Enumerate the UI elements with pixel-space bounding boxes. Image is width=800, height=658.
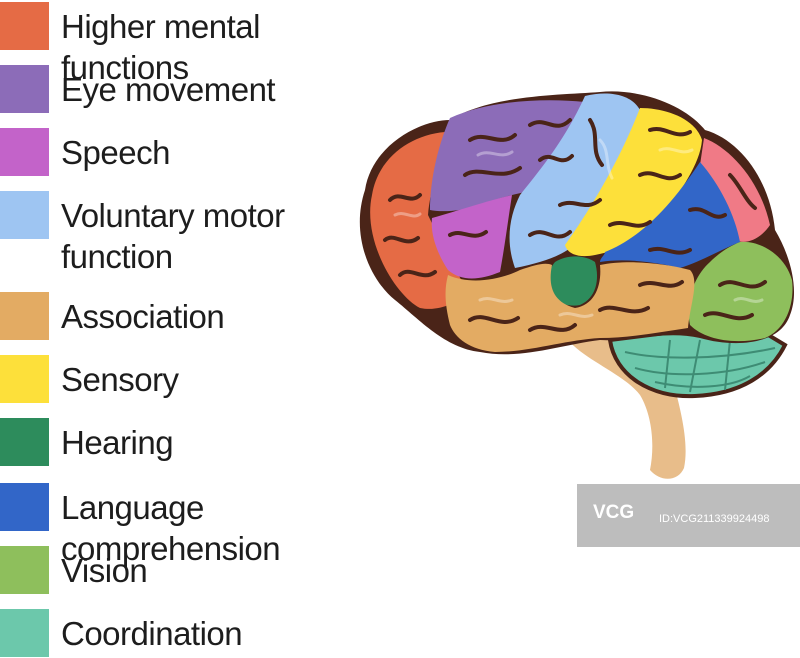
watermark-text: ID:VCG211339924498 xyxy=(659,513,770,525)
legend-swatch xyxy=(0,355,49,403)
brain-highlights xyxy=(393,138,764,318)
legend-swatch xyxy=(0,2,49,50)
legend-label: Higher mental functions xyxy=(61,8,260,86)
legend-label: Voluntary motor function xyxy=(61,197,285,275)
cerebellum-lines xyxy=(624,339,776,393)
region-sensory xyxy=(565,108,702,257)
legend-swatch xyxy=(0,483,49,531)
legend-swatch xyxy=(0,609,49,657)
region-hearing xyxy=(547,256,598,306)
legend-label: Language comprehension xyxy=(61,489,281,567)
legend-swatch xyxy=(0,191,49,239)
watermark: VCG ID:VCG211339924498 xyxy=(577,484,800,547)
legend-label: Eye movement xyxy=(61,71,276,108)
region-association xyxy=(445,262,695,352)
legend-swatch xyxy=(0,418,49,466)
legend-swatch xyxy=(0,546,49,594)
region-voluntary-motor xyxy=(509,93,640,268)
legend-label: Hearing xyxy=(61,424,174,461)
legend-swatch xyxy=(0,128,49,176)
watermark-logo: VCG xyxy=(593,502,635,523)
legend-label: Association xyxy=(61,298,225,335)
legend-swatch xyxy=(0,292,49,340)
brain-svg xyxy=(359,91,795,479)
region-vision xyxy=(688,241,793,342)
legend-label: Speech xyxy=(61,134,170,171)
region-pink xyxy=(700,138,770,242)
legend-label: Sensory xyxy=(61,361,179,398)
region-language-comprehension xyxy=(600,162,740,268)
brain-illustration xyxy=(340,85,800,495)
legend-label: Coordination xyxy=(61,615,243,652)
legend-swatch xyxy=(0,65,49,113)
legend: Higher mental functions Eye movement Spe… xyxy=(0,0,380,658)
legend-label: Vision xyxy=(61,552,148,589)
brain-folds xyxy=(383,118,767,332)
